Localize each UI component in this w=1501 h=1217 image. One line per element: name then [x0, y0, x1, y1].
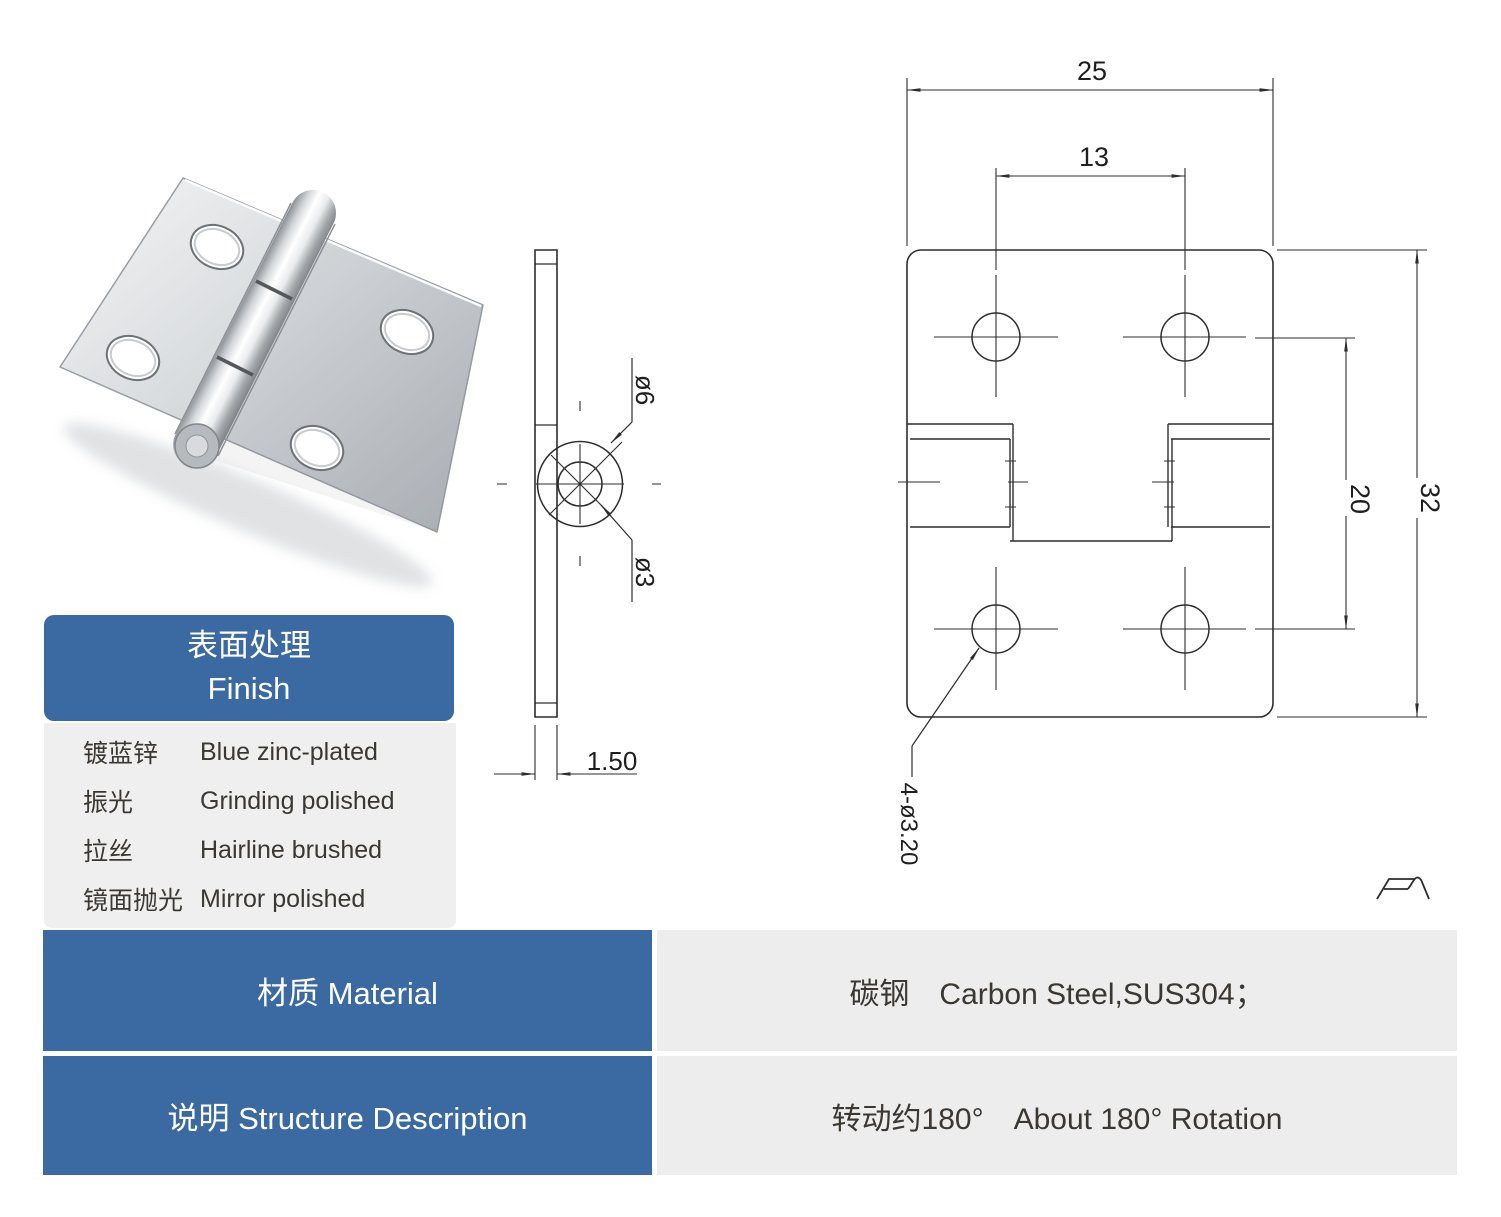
finish-option-cn: 拉丝	[83, 838, 134, 866]
label-pitch-height: 20	[1345, 484, 1375, 514]
dim-hole-pitch	[995, 168, 1186, 270]
structure-label: 说明 Structure Description	[43, 1056, 652, 1175]
hinge-barrel	[173, 190, 336, 468]
pin-end-core	[185, 434, 209, 458]
barrel-ring-lower	[216, 355, 254, 377]
hinge-plate-right-tint	[208, 237, 483, 532]
hinge-plate	[59, 177, 484, 533]
finish-title-cn: 表面处理	[187, 628, 311, 664]
finish-row: 振光 Grinding polished	[44, 777, 456, 826]
finish-row: 拉丝 Hairline brushed	[44, 826, 456, 875]
dim-thickness	[494, 725, 637, 780]
leader-hole-callout	[911, 647, 980, 777]
label-pin-dia: ø3	[630, 557, 660, 587]
finish-option-en: Hairline brushed	[200, 835, 383, 864]
front-hole-centerlines	[898, 275, 1246, 690]
finish-row: 镜面抛光 Mirror polished	[44, 875, 456, 924]
front-plate-outline	[906, 249, 1274, 718]
projection-symbol-icon	[1376, 876, 1430, 900]
dim-overall-width	[906, 78, 1274, 246]
label-thickness: 1.50	[587, 746, 638, 776]
leaf-edge-left	[174, 202, 292, 435]
side-center-lines	[497, 401, 661, 566]
hinge-plate-top-highlight	[184, 178, 482, 308]
photo-shadow	[63, 423, 433, 587]
finish-title-en: Finish	[207, 671, 291, 706]
side-plate-outline	[534, 249, 558, 718]
hinge-photo	[59, 177, 484, 587]
dim-pin-dia	[600, 504, 633, 602]
dim-pitch-height	[1255, 337, 1355, 630]
barrel-ring-upper	[255, 279, 293, 301]
label-outer-dia: ø6	[630, 375, 660, 405]
finish-option-en: Mirror polished	[200, 884, 366, 913]
finish-table-body: 镀蓝锌 Blue zinc-plated 振光 Grinding polishe…	[44, 723, 456, 928]
leaf-edge-right	[217, 223, 336, 457]
finish-option-en: Grinding polished	[200, 786, 395, 815]
finish-option-en: Blue zinc-plated	[200, 737, 378, 766]
label-overall-height: 32	[1415, 483, 1445, 513]
front-joint-lines	[907, 423, 1273, 542]
side-view-drawing	[494, 249, 661, 780]
finish-option-cn: 镀蓝锌	[83, 740, 159, 768]
label-hole-callout: 4-ø3.20	[895, 783, 922, 866]
finish-table-header: 表面处理 Finish	[44, 615, 454, 721]
front-view-drawing	[898, 78, 1430, 900]
label-hole-pitch: 13	[1079, 142, 1109, 172]
finish-row: 镀蓝锌 Blue zinc-plated	[44, 728, 456, 777]
finish-option-cn: 镜面抛光	[83, 887, 184, 915]
material-label: 材质 Material	[43, 930, 652, 1051]
material-value: 碳钢 Carbon Steel,SUS304；	[657, 930, 1457, 1051]
label-overall-width: 25	[1077, 56, 1107, 86]
structure-value: 转动约180° About 180° Rotation	[657, 1056, 1457, 1175]
front-holes	[971, 312, 1210, 654]
dim-outer-dia	[610, 358, 633, 444]
finish-option-cn: 振光	[83, 789, 134, 817]
hinge-holes-rim	[109, 227, 431, 468]
dim-overall-height	[1277, 249, 1427, 718]
